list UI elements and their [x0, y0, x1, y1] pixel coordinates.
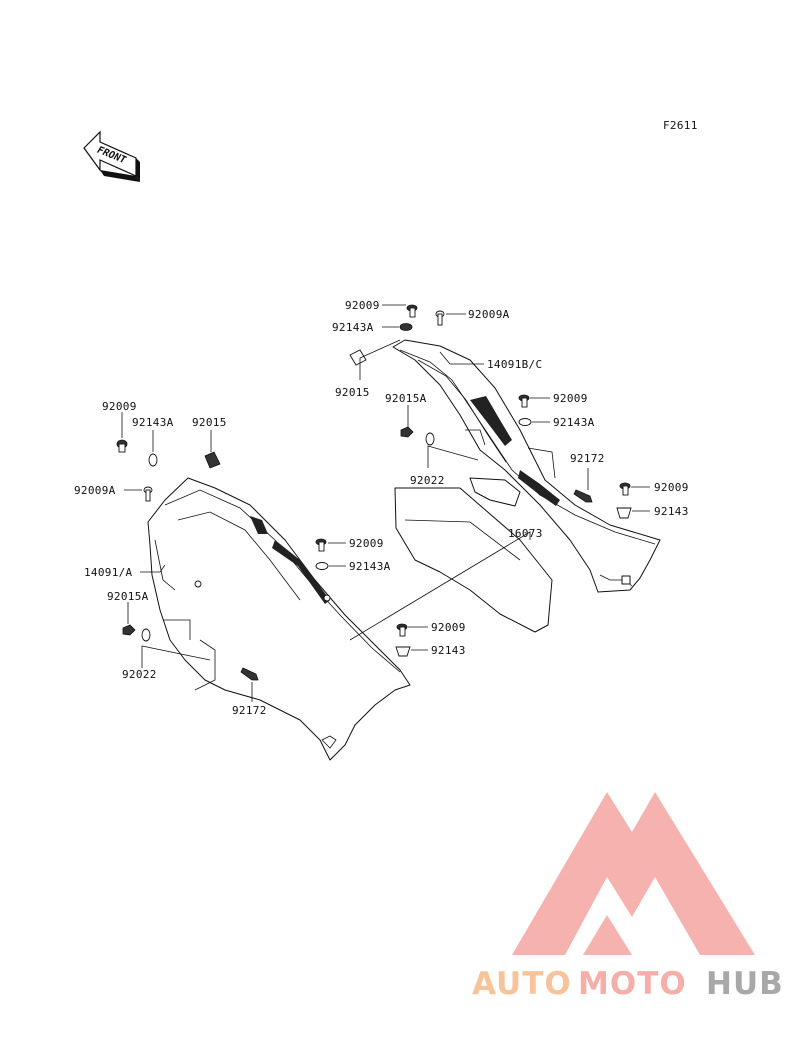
nut-icon [122, 624, 136, 636]
label-92143a-top: 92143A [332, 321, 374, 334]
nut-icon [400, 426, 414, 438]
label-92009-low: 92009 [431, 621, 466, 634]
grommet-icon [141, 628, 151, 642]
left-side-cover [147, 477, 411, 761]
label-92022-right: 92022 [410, 474, 445, 487]
bolt-icon [435, 310, 445, 326]
label-92143-r2: 92143 [654, 505, 689, 518]
label-92009-top: 92009 [345, 299, 380, 312]
right-side-cover [392, 339, 661, 593]
watermark-triangle-icon [512, 792, 755, 955]
clip-nut-icon [204, 451, 221, 469]
bolt-icon [143, 486, 153, 502]
label-92022-left: 92022 [122, 668, 157, 681]
panel-16073 [394, 487, 553, 633]
label-92009-mid: 92009 [349, 537, 384, 550]
label-92009-r2: 92009 [654, 481, 689, 494]
label-92143-low: 92143 [431, 644, 466, 657]
label-14091bc: 14091B/C [487, 358, 542, 371]
watermark-word-moto: MOTO [578, 966, 687, 1002]
bolt-icon [518, 394, 530, 408]
figure-code: F2611 [663, 119, 698, 132]
label-92009a-left: 92009A [74, 484, 116, 497]
bolt-icon [116, 439, 128, 453]
label-92009-left: 92009 [102, 400, 137, 413]
label-92143a-r1: 92143A [553, 416, 595, 429]
label-92172-right: 92172 [570, 452, 605, 465]
front-arrow-icon: FRONT [83, 130, 140, 182]
clip-nut-icon [349, 349, 367, 366]
label-92143a-mid: 92143A [349, 560, 391, 573]
label-92143a-left: 92143A [132, 416, 174, 429]
grommet-icon [425, 432, 435, 446]
watermark-word-hub: HUB [706, 966, 784, 1002]
label-92009-r1: 92009 [553, 392, 588, 405]
label-14091a: 14091/A [84, 566, 133, 579]
label-92009a-top: 92009A [468, 308, 510, 321]
grommet-icon [616, 507, 632, 519]
bolt-icon [315, 538, 327, 552]
screw-icon [573, 489, 593, 503]
washer-icon [518, 418, 532, 426]
bolt-icon [396, 623, 408, 637]
label-92015a-right: 92015A [385, 392, 427, 405]
bolt-icon [619, 482, 631, 496]
leader-lines [121, 304, 650, 702]
washer-icon [315, 562, 329, 570]
label-92015-top: 92015 [335, 386, 370, 399]
label-92015a-left: 92015A [107, 590, 149, 603]
label-92015-left: 92015 [192, 416, 227, 429]
washer-icon [399, 323, 413, 331]
screw-icon [240, 667, 259, 681]
watermark-logo: AUTO MOTO HUB [472, 792, 784, 1002]
bolt-icon [406, 304, 418, 318]
washer-icon [148, 453, 158, 467]
label-92172-left: 92172 [232, 704, 267, 717]
label-16073: 16073 [508, 527, 543, 540]
grommet-icon [395, 646, 411, 657]
watermark-word-auto: AUTO [472, 966, 572, 1002]
